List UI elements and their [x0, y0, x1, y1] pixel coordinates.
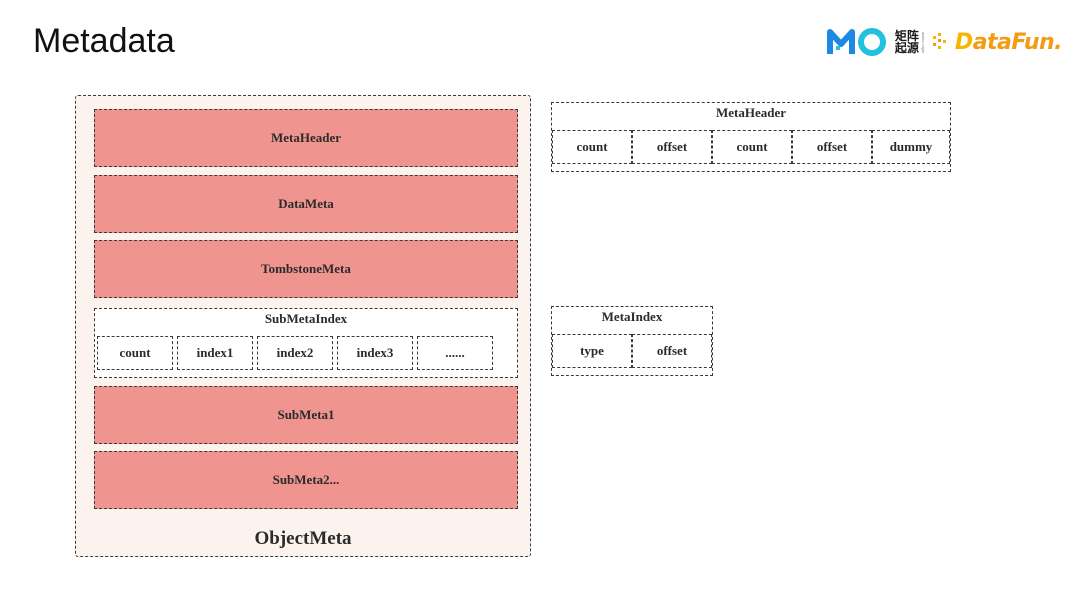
sub-meta1-block: SubMeta1 [94, 386, 518, 444]
page-title: Metadata [33, 22, 175, 60]
sub-meta2-block: SubMeta2... [94, 451, 518, 509]
meta-index-cell: type [552, 334, 632, 368]
datafun-logo-text: ataFun. [972, 29, 1063, 55]
meta-index-cell: offset [632, 334, 712, 368]
datafun-logo-d: D [954, 29, 973, 55]
data-meta-block: DataMeta [94, 175, 518, 233]
sub-meta-index-cell: index2 [257, 336, 333, 370]
tombstone-meta-block: TombstoneMeta [94, 240, 518, 298]
sub-meta-index-cell: ...... [417, 336, 493, 370]
object-meta-container: MetaHeader DataMeta TombstoneMeta SubMet… [75, 95, 531, 557]
meta-header-cell: dummy [872, 130, 950, 164]
meta-header-cell: offset [632, 130, 712, 164]
meta-header-cell: count [552, 130, 632, 164]
matrixorigin-cn-logo: 矩阵 起源 matrix origin [894, 29, 926, 55]
sub-meta-index-cell: index1 [177, 336, 253, 370]
matrixorigin-logo [826, 26, 887, 58]
logo-row: 矩阵 起源 matrix origin DataFun. [826, 24, 1063, 60]
meta-header-block: MetaHeader [94, 109, 518, 167]
meta-header-cell: offset [792, 130, 872, 164]
sub-meta-index-group: SubMetaIndex count index1 index2 index3 … [94, 308, 518, 378]
object-meta-label: ObjectMeta [254, 528, 352, 549]
sub-meta-index-cell: count [97, 336, 173, 370]
sub-meta-index-cell: index3 [337, 336, 413, 370]
datafun-logo: DataFun. [954, 29, 1063, 55]
datafun-dots-icon [932, 33, 947, 51]
meta-header-cell: count [712, 130, 792, 164]
cn-logo-line1: 矩阵 [894, 29, 919, 43]
meta-index-title: MetaIndex [601, 309, 663, 324]
sub-meta-index-title: SubMetaIndex [264, 311, 348, 326]
mo-logo-icon [826, 28, 886, 56]
cn-logo-line2: 起源 [894, 41, 919, 55]
meta-header-title: MetaHeader [715, 105, 787, 120]
cn-logo-sub: matrix origin [920, 31, 926, 53]
meta-index-detail: MetaIndex type offset [551, 306, 713, 376]
meta-header-detail: MetaHeader count offset count offset dum… [551, 102, 951, 172]
